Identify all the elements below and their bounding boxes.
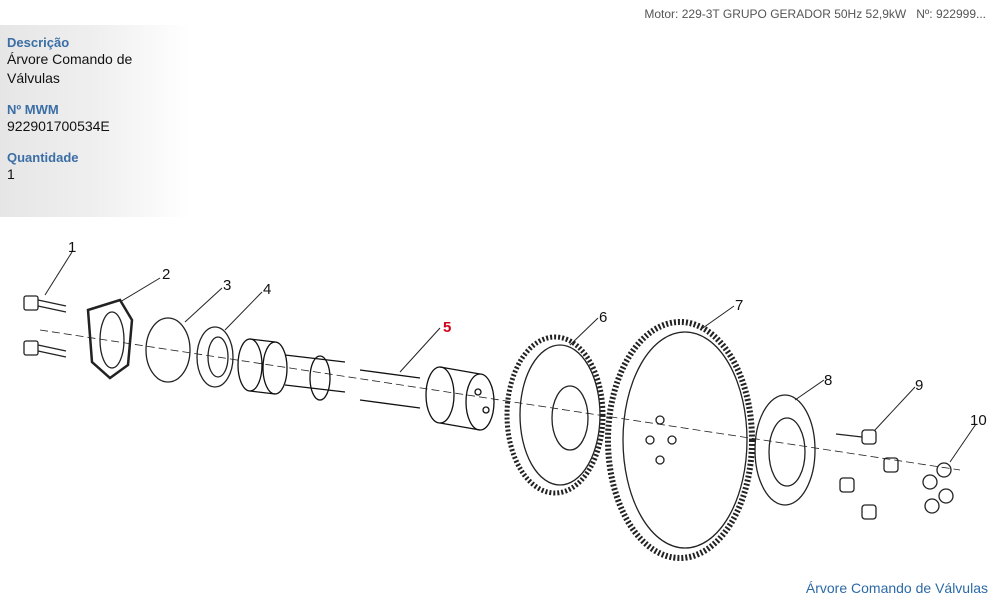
mwm-value: 922901700534E: [7, 118, 110, 134]
part-9-bolts[interactable]: [835, 429, 899, 520]
callout-2[interactable]: 2: [162, 266, 170, 283]
description-value: Árvore Comando de Válvulas: [7, 51, 133, 86]
callout-6[interactable]: 6: [599, 309, 607, 326]
part-8-plate[interactable]: [754, 394, 816, 506]
part-1-bolts[interactable]: [23, 295, 67, 358]
callout-7[interactable]: 7: [735, 297, 743, 314]
callout-5-highlighted[interactable]: 5: [443, 319, 451, 336]
callout-8[interactable]: 8: [824, 372, 832, 389]
description-label: Descrição: [7, 35, 70, 50]
motor-header: Motor: 229-3T GRUPO GERADOR 50Hz 52,9kW …: [644, 7, 986, 21]
part-2-thrust-plate[interactable]: [86, 298, 134, 380]
callout-1[interactable]: 1: [68, 239, 76, 256]
leader-lines: [44, 251, 977, 463]
axis-line: [39, 329, 961, 471]
part-4-half-rings[interactable]: [196, 326, 234, 388]
exploded-parts-diagram: 1 2 3 4 5 6 7 8 9 10: [23, 239, 987, 561]
callout-9[interactable]: 9: [915, 377, 923, 394]
mwm-label: Nº MWM: [7, 102, 59, 117]
callout-4[interactable]: 4: [263, 281, 271, 298]
part-6-gear[interactable]: [504, 334, 606, 496]
part-info-panel: Descrição Árvore Comando de Válvulas Nº …: [0, 25, 190, 217]
part-5-camshaft[interactable]: [237, 338, 495, 431]
quantity-value: 1: [7, 166, 15, 182]
callout-10[interactable]: 10: [970, 412, 987, 429]
part-10-nuts[interactable]: [922, 462, 954, 514]
part-3-ring[interactable]: [145, 317, 191, 383]
part-7-large-gear[interactable]: [605, 319, 755, 561]
quantity-label: Quantidade: [7, 150, 79, 165]
callout-3[interactable]: 3: [223, 277, 231, 294]
part-name-link[interactable]: Árvore Comando de Válvulas: [805, 580, 988, 596]
